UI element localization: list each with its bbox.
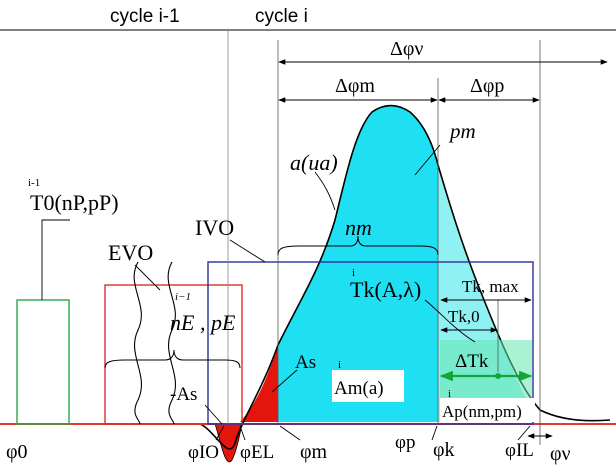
label-ap: Ap(nm,pm): [442, 402, 522, 421]
label-tk0: Tk,0: [448, 307, 480, 326]
label-phi-m: φm: [300, 441, 328, 463]
label-phi-io: φIO: [188, 442, 219, 463]
label-phi0: φ0: [6, 441, 28, 463]
label-au: a(ua): [290, 150, 338, 175]
label-evo: EVO: [108, 240, 153, 265]
area-red: [240, 345, 278, 422]
label-phi-p: φp: [395, 432, 415, 453]
area-dip: [214, 423, 243, 463]
tick-phi-el: [239, 425, 246, 441]
label-t0: T0(nP,pP): [30, 190, 119, 215]
brace-nm: [277, 235, 439, 256]
leader-minus-as: [204, 404, 223, 425]
label-am: Am(a): [334, 378, 384, 399]
label-tk-super: i: [352, 267, 355, 279]
label-as: As: [295, 352, 316, 373]
label-cycle-curr: cycle i: [255, 6, 308, 27]
leader-pm: [414, 144, 441, 176]
label-ap-super: i: [448, 388, 451, 400]
tick-phi-il: [517, 425, 531, 441]
area-cyan: [278, 105, 438, 422]
label-ne-super: i−1: [175, 291, 191, 303]
label-minus-as: -As: [170, 384, 197, 405]
label-delta-tk: ΔTk: [455, 351, 489, 372]
label-nm: nm: [345, 215, 372, 240]
tick-phi-io: [215, 425, 225, 441]
leader-evo: [134, 264, 161, 291]
leader-tk: [424, 299, 476, 343]
leader-as: [271, 369, 298, 393]
box-am: [332, 370, 404, 402]
label-tk-max: Tk, max: [462, 277, 519, 296]
leader-t0: [41, 219, 70, 300]
wave-2: [167, 261, 177, 425]
label-tk: Tk(A,λ): [350, 277, 421, 302]
label-phi-v: φν: [550, 443, 571, 465]
green-box: [16, 299, 70, 425]
brace-ne: [104, 349, 241, 369]
label-t0-super: i-1: [28, 177, 40, 189]
label-delta-phi-m: Δφm: [335, 75, 375, 97]
leader-au: [314, 171, 336, 211]
tick-phi-m: [279, 425, 301, 441]
label-delta-phi-v: Δφν: [390, 38, 423, 60]
wave-1: [133, 261, 143, 425]
leader-ivo: [229, 239, 266, 263]
label-am-super: i: [338, 359, 341, 371]
label-ivo: IVO: [195, 215, 234, 240]
label-cycle-prev: cycle i-1: [110, 6, 180, 27]
label-pm: pm: [448, 119, 476, 143]
box-ap: [440, 398, 535, 422]
label-phi-k: φk: [433, 439, 455, 461]
label-ne-pe: nE , pE: [170, 310, 236, 335]
label-phi-el: φEL: [240, 442, 274, 463]
blue-box: [207, 261, 534, 425]
label-phi-il: φIL: [505, 440, 534, 461]
tick-phi-p: [431, 425, 438, 441]
dot-delta-tk: [495, 373, 501, 379]
label-delta-phi-p: Δφp: [470, 75, 504, 97]
